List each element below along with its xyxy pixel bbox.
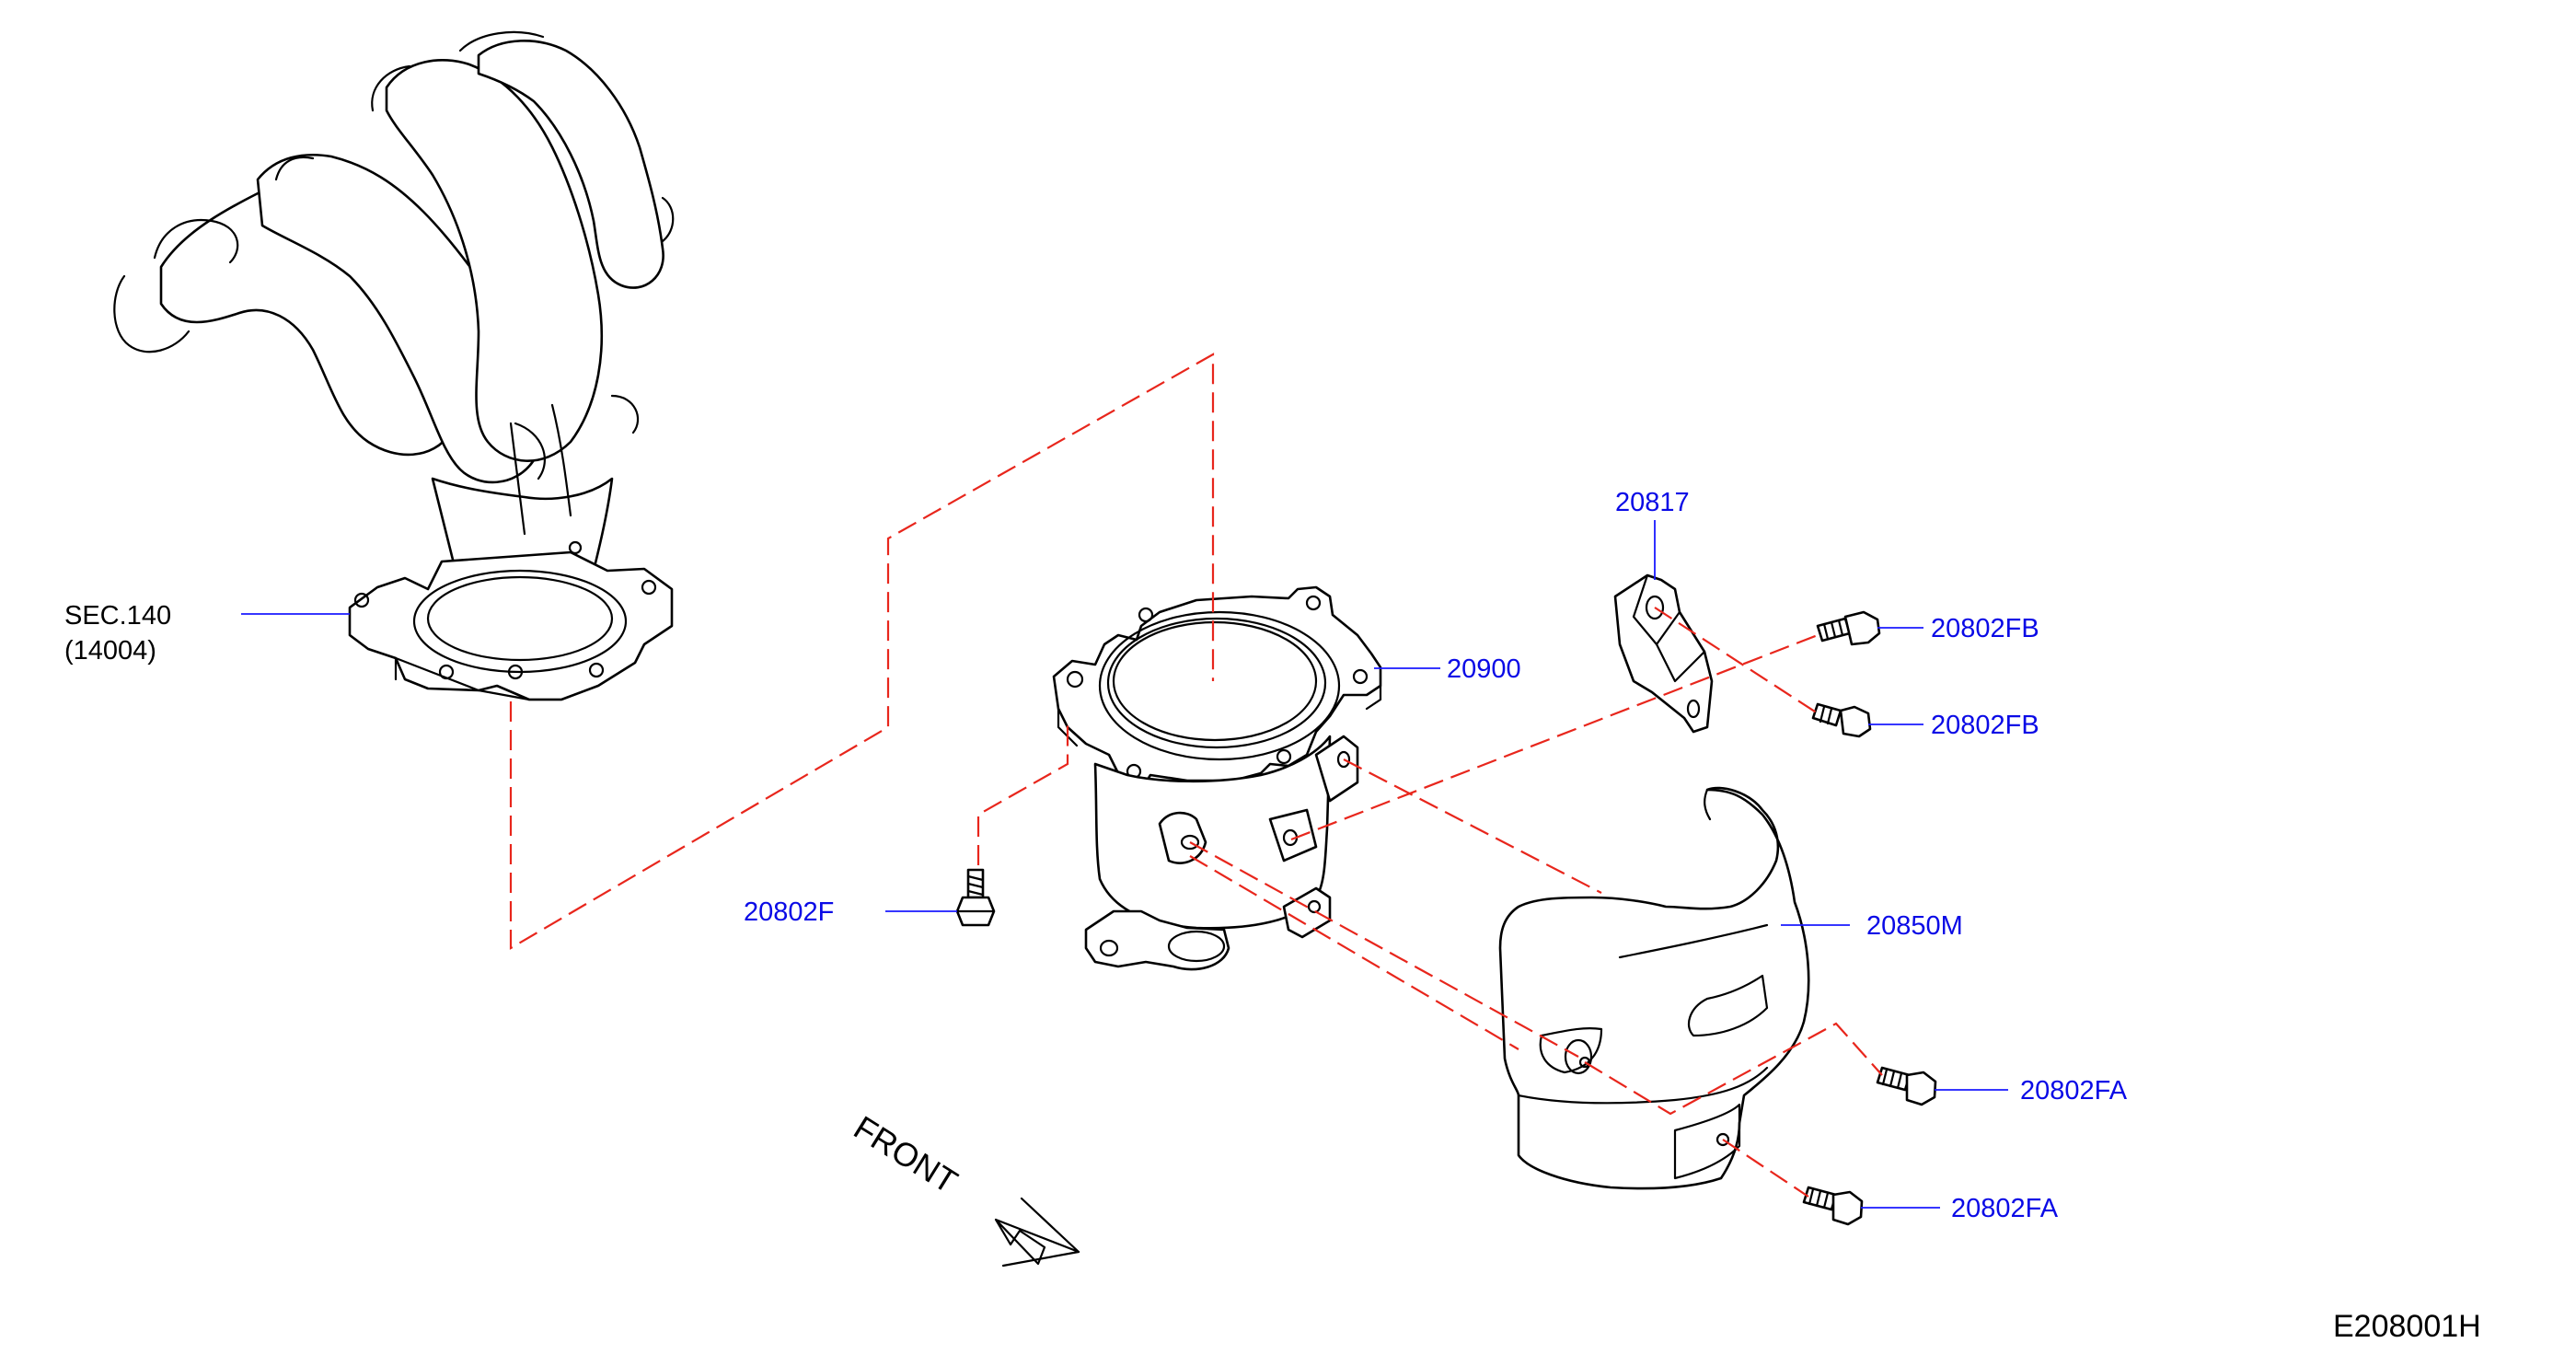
callout-20817[interactable]: 20817	[1615, 488, 1690, 517]
bolt-20802FA-upper	[1876, 1066, 1937, 1106]
front-label: FRONT	[848, 1108, 965, 1200]
heat-insulator-20850M	[1498, 786, 1810, 1190]
callout-20802FA-lower[interactable]: 20802FA	[1951, 1194, 2059, 1223]
callout-20850M[interactable]: 20850M	[1866, 911, 1963, 941]
front-arrow-icon	[994, 1197, 1080, 1268]
bolt-20802FB-upper	[1816, 610, 1881, 646]
bolt-20802FB-lower	[1811, 702, 1872, 738]
leader-lines	[241, 520, 2008, 1209]
exhaust-manifold	[113, 30, 675, 701]
front-indicator: FRONT	[848, 1108, 1080, 1268]
reference-section-label: SEC.140	[64, 601, 171, 631]
catalytic-converter	[1052, 585, 1382, 971]
callout-20802FA-upper[interactable]: 20802FA	[2020, 1076, 2128, 1106]
bolt-20802FA-lower	[1802, 1186, 1864, 1226]
assembly-lines	[509, 353, 1883, 1198]
bracket-20817	[1613, 573, 1714, 734]
bolt-20802F	[955, 868, 996, 927]
callout-20802FB-lower[interactable]: 20802FB	[1931, 711, 2039, 740]
callout-20802F[interactable]: 20802F	[744, 897, 834, 927]
callout-20802FB-upper[interactable]: 20802FB	[1931, 614, 2039, 643]
diagram-code: E208001H	[2333, 1309, 2481, 1344]
reference-part-number: (14004)	[64, 636, 156, 666]
callout-20900[interactable]: 20900	[1447, 654, 1521, 684]
